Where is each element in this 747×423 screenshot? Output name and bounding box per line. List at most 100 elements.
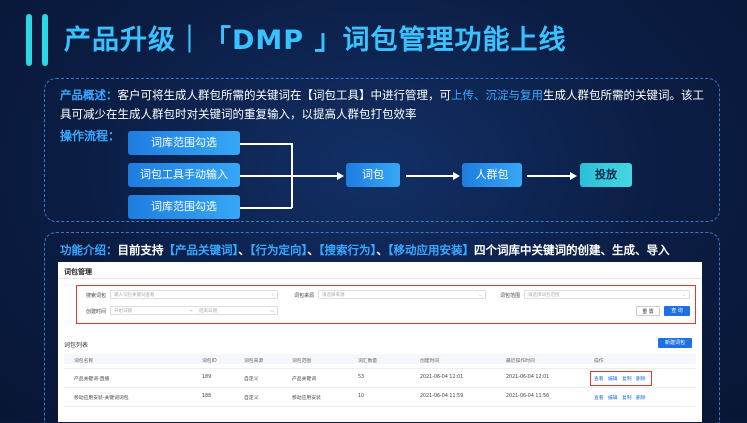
flow-box-audience: 人群包 [462,163,522,187]
filter-source-label: 词包来源 [294,293,315,299]
flow-connector [406,175,454,177]
flow-label: 操作流程： [60,129,121,143]
flow-connector [240,175,292,177]
title-decoration-bar [26,14,32,66]
filter-time-label: 创建时间 [86,309,107,315]
table-cell: 2021-06-04 12:01 [506,375,550,380]
source-select[interactable]: 请选择来源 ⌄ [318,290,486,299]
range-placeholder: 请选择词包范围 [528,293,560,298]
divider [58,278,702,279]
flow-box-range-1: 词库范围勾选 [128,131,240,155]
chevron-down-icon: ⌄ [682,293,686,298]
table-cell: 188 [202,394,212,399]
end-date-placeholder: 结束日期 [199,309,217,314]
flow-connector [240,143,292,145]
table-cell: 产品关键词-直播 [74,377,110,382]
table-title: 词包列表 [64,342,89,349]
word-package-management-screen: 词包管理 搜索词包 输入词包关键词查看 ⌕ 词包来源 请选择来源 ⌄ 词包范围 请选… [58,262,702,422]
title-decoration-bar [42,14,48,66]
edit-link[interactable]: 编辑 [608,377,618,382]
flow-box-delivery: 投放 [580,163,632,187]
range-select[interactable]: 请选择词包范围 ⌄ [524,290,690,299]
table-cell: 189 [202,375,212,380]
delete-link[interactable]: 删除 [636,377,646,382]
table-cell: 53 [358,375,365,380]
flow-box-range-2: 词库范围勾选 [128,195,240,219]
date-range-picker[interactable]: 开始日期 → 结束日期 ▭ [110,306,278,315]
function-intro: 功能介绍：目前支持【产品关键词】、【行为定向】、【搜索行为】、【移动应用安装】四… [60,242,670,258]
table-cell: 2021-06-04 12:01 [420,375,464,380]
slide-title: 产品升级｜「DMP 」词包管理功能上线 [64,25,567,56]
source-placeholder: 请选择来源 [322,293,345,298]
row-divider [64,368,696,369]
overview-text: 产品概述：客户可将生成人群包所需的关键词在【词包工具】中进行管理，可上传、沉淀与… [60,86,710,124]
column-header: 创建时间 [420,359,440,364]
copy-link[interactable]: 复制 [622,396,632,401]
function-separator: 、 [376,243,388,257]
table-cell: 自定义 [244,377,259,382]
flow-connector [291,143,293,208]
flow-box-word-package: 词包 [346,163,400,187]
page-title: 词包管理 [64,268,92,276]
flow-connector [527,175,571,177]
table-cell: 2021-06-04 11:59 [420,394,464,399]
column-header: 操作 [594,359,604,364]
view-link[interactable]: 查看 [594,396,604,401]
view-link[interactable]: 查看 [594,377,604,382]
function-separator: 、 [238,243,250,257]
overview-label: 产品概述： [60,88,118,102]
table-header [64,354,696,364]
overview-panel [44,78,720,222]
column-header: 词包范围 [292,359,312,364]
function-item: 【行为定向】 [249,243,308,257]
calendar-icon: ▭ [269,309,274,314]
table-cell: 2021-06-04 11:56 [506,394,550,399]
row-divider [64,406,696,407]
overview-text-part: 客户可将生成人群包所需的关键词在【词包工具】中进行管理，可 [117,88,452,102]
function-label: 功能介绍： [60,243,118,257]
table-cell: 自定义 [244,396,259,401]
column-header: 词包来源 [244,359,264,364]
add-word-package-button[interactable]: 新建词包 [658,338,692,348]
table-cell: 产品关键词 [292,377,316,382]
row-divider [64,387,696,388]
overview-text-part: 生成人群包所需的关键词。该工具可减少在生成人群包时对关键词的重复输入，以提高人群… [60,88,704,121]
table-cell: 移动应用安装 [292,396,321,401]
arrow-right-icon [453,172,460,180]
function-separator: 、 [307,243,319,257]
function-prefix: 目前支持 [117,243,164,257]
delete-link[interactable]: 删除 [636,396,646,401]
column-header: 词汇数量 [358,359,378,364]
function-item: 【产品关键词】 [163,243,239,257]
filter-range-label: 词包范围 [500,293,521,299]
function-panel [44,232,720,423]
copy-link[interactable]: 复制 [622,377,632,382]
ops-highlight-frame [590,371,652,386]
flow-box-manual-input: 词包工具手动输入 [128,163,240,187]
keyword-search-input[interactable]: 输入词包关键词查看 ⌕ [110,290,278,299]
search-icon: ⌕ [271,293,274,298]
edit-link[interactable]: 编辑 [608,396,618,401]
reset-button[interactable]: 重 置 [636,306,660,316]
flow-connector [292,175,338,177]
table-cell: 10 [358,394,365,399]
overview-highlight: 上传、沉淀与复用 [451,88,543,102]
column-header: 词包名称 [74,359,94,364]
arrow-right-icon [337,172,344,180]
table-cell: 移动应用安装-关键词词包 [74,396,129,401]
keyword-placeholder: 输入词包关键词查看 [114,293,155,298]
chevron-down-icon: ⌄ [478,293,482,298]
flow-connector [240,207,292,209]
function-suffix: 四个词库中关键词的创建、生成、导入 [474,243,670,257]
column-header: 词包ID [202,359,217,364]
arrow-right-icon [570,172,577,180]
column-header: 最近操作时间 [506,359,535,364]
function-item: 【搜索行为】 [318,243,377,257]
query-button[interactable]: 查 询 [664,306,690,316]
start-date-placeholder: 开始日期 [114,309,132,314]
date-range-separator: → [189,309,193,314]
filter-keyword-label: 搜索词包 [86,293,107,299]
filter-highlight-frame [76,285,696,324]
function-item: 【移动应用安装】 [387,243,474,257]
